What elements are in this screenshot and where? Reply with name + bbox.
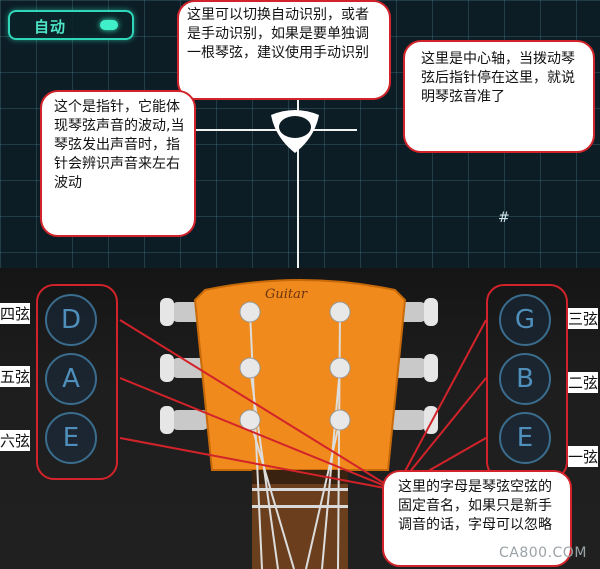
note-button-e-high[interactable]: E [499, 412, 551, 464]
tuning-peg-left-3[interactable] [160, 406, 210, 434]
annotation-note-letters-text: 这里的字母是琴弦空弦的固定音名，如果只是新手调音的话，字母可以忽略 [398, 479, 552, 533]
note-button-a[interactable]: A [45, 353, 97, 405]
annotation-center-axis-text: 这里是中心轴，当拨动琴弦后指针停在这里，就说明琴弦音准了 [421, 51, 575, 105]
auto-mode-label: 自动 [34, 18, 67, 36]
grid-marker: # [498, 210, 510, 226]
string-label-2: 二弦 [568, 372, 599, 393]
pick-pointer-icon [271, 110, 319, 153]
annotation-mode-switch-text: 这里可以切换自动识别，或者是手动识别，如果是要单独调一根琴弦，建议使用手动识别 [187, 7, 369, 61]
annotation-center-axis: 这里是中心轴，当拨动琴弦后指针停在这里，就说明琴弦音准了 [403, 40, 595, 153]
annotation-note-letters: 这里的字母是琴弦空弦的固定音名，如果只是新手调音的话，字母可以忽略 [382, 470, 572, 567]
note-button-d[interactable]: D [45, 294, 97, 346]
auto-mode-toggle[interactable]: 自动 [8, 10, 134, 40]
string-label-4: 四弦 [0, 303, 31, 324]
tuning-peg-right-3[interactable] [388, 406, 438, 434]
toggle-indicator-icon [100, 20, 118, 30]
note-button-b[interactable]: B [499, 353, 551, 405]
pointer-line [193, 129, 357, 131]
tuning-peg-left-2[interactable] [160, 354, 210, 382]
string-label-5: 五弦 [0, 366, 31, 387]
left-note-group [36, 284, 118, 480]
note-button-e-low[interactable]: E [45, 412, 97, 464]
watermark: CA800.COM [499, 545, 587, 561]
annotation-pointer: 这个是指针，它能体现琴弦声音的波动,当琴弦发出声音时，指针会辨识声音来左右波动 [40, 90, 196, 237]
note-button-g[interactable]: G [499, 294, 551, 346]
headstock-brand: Guitar [265, 287, 308, 302]
string-label-1: 一弦 [568, 446, 599, 467]
string-label-3: 三弦 [568, 308, 599, 329]
annotation-pointer-text: 这个是指针，它能体现琴弦声音的波动,当琴弦发出声音时，指针会辨识声音来左右波动 [54, 99, 185, 191]
annotation-mode-switch: 这里可以切换自动识别，或者是手动识别，如果是要单独调一根琴弦，建议使用手动识别 [177, 0, 391, 100]
string-label-6: 六弦 [0, 430, 31, 451]
